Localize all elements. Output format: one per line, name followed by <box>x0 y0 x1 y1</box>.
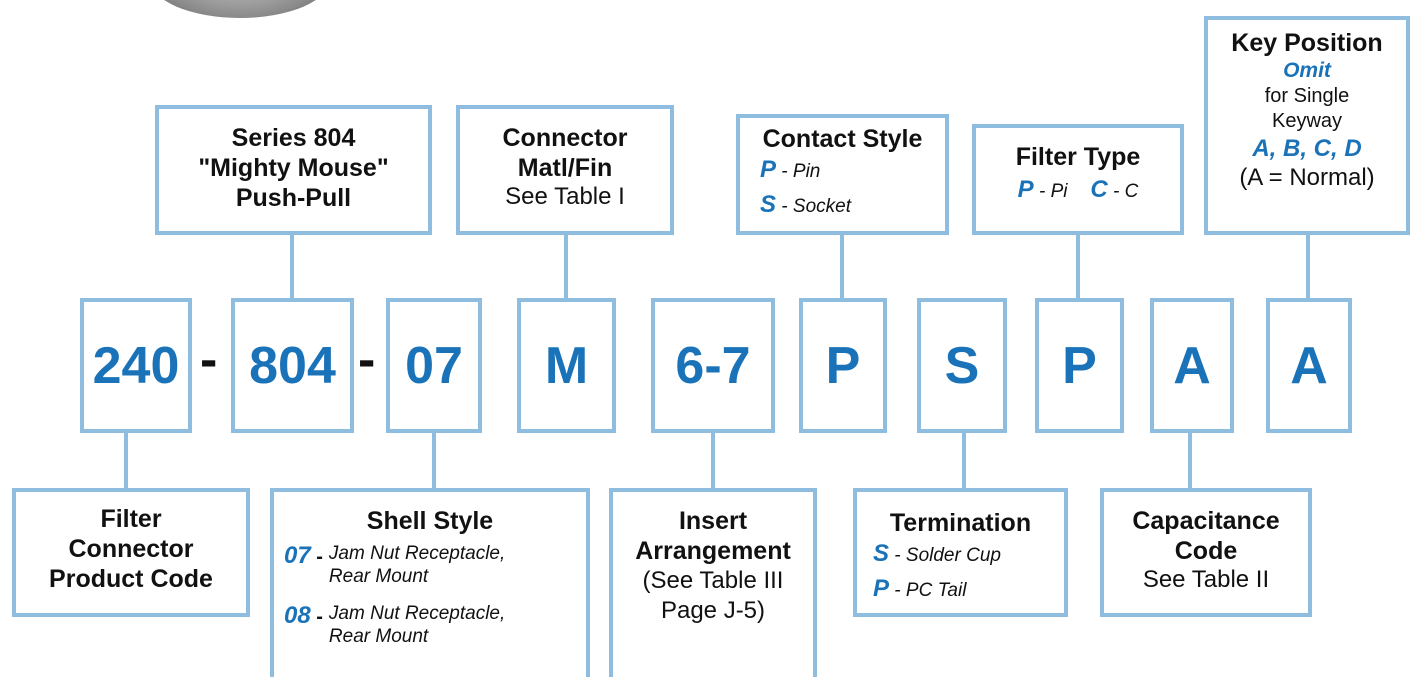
contact-title: Contact Style <box>762 125 923 153</box>
connector-line <box>1188 430 1192 492</box>
key-line3: Keyway <box>1271 110 1343 132</box>
shell-opt1-desc-a: Jam Nut Receptacle, <box>328 543 506 564</box>
insert-line3: (See Table III <box>642 567 784 594</box>
code-product: 240 <box>80 298 192 433</box>
connector-line <box>711 430 715 492</box>
termination-solder-desc: - Solder Cup <box>889 545 1001 566</box>
insert-line2: Arrangement <box>635 537 791 565</box>
key-title: Key Position <box>1231 29 1383 57</box>
dash-1: - <box>200 331 218 389</box>
connector-line <box>432 430 436 492</box>
filter-pi-code: P <box>1017 176 1034 203</box>
code-series: 804 <box>231 298 354 433</box>
code-termination: S <box>917 298 1007 433</box>
termination-pc-code: P <box>873 575 890 602</box>
connector-photo <box>150 0 330 18</box>
contact-socket-desc: - Socket <box>776 196 851 217</box>
capacitance-line2: Code <box>1174 537 1238 565</box>
filter-title: Filter Type <box>1015 143 1141 171</box>
termination-pc-desc: - PC Tail <box>889 580 967 601</box>
connector-material-box: Connector Matl/Fin See Table I <box>456 105 674 235</box>
shell-opt2-desc-b: Rear Mount <box>328 626 429 647</box>
termination-title: Termination <box>889 509 1032 537</box>
connector-line <box>290 232 294 302</box>
connector-line <box>962 430 966 492</box>
shell-opt1-desc-b: Rear Mount <box>328 566 429 587</box>
product-line2: Connector <box>68 535 194 563</box>
contact-pin-desc: - Pin <box>776 161 821 182</box>
filter-type-box: Filter Type P - Pi C - C <box>972 124 1184 235</box>
connector-line1: Connector <box>502 124 628 152</box>
insert-line4: Page J-5) <box>660 597 766 624</box>
shell-title: Shell Style <box>366 507 494 535</box>
insert-line1: Insert <box>678 507 748 535</box>
code-key: A <box>1266 298 1352 433</box>
series-box: Series 804 "Mighty Mouse" Push-Pull <box>155 105 432 235</box>
termination-box: Termination S - Solder Cup P - PC Tail <box>853 488 1068 617</box>
product-line1: Filter <box>100 505 162 533</box>
filter-c-code: C <box>1090 176 1108 203</box>
shell-opt2-code: 08 <box>284 602 311 629</box>
filter-pi-desc: - Pi <box>1033 181 1068 202</box>
product-code-box: Filter Connector Product Code <box>12 488 250 617</box>
connector-line <box>1076 232 1080 302</box>
connector-line <box>124 430 128 492</box>
contact-socket-code: S <box>760 191 777 218</box>
insert-arrangement-box: Insert Arrangement (See Table III Page J… <box>609 488 817 677</box>
shell-opt1-sep: - <box>310 546 323 568</box>
product-line3: Product Code <box>49 565 213 593</box>
contact-pin-code: P <box>760 156 777 183</box>
code-filter: P <box>1035 298 1124 433</box>
key-omit: Omit <box>1283 59 1331 82</box>
code-capacitance: A <box>1150 298 1234 433</box>
code-material: M <box>517 298 616 433</box>
filter-c-desc: - C <box>1107 181 1139 202</box>
connector-line <box>1306 232 1310 302</box>
code-insert: 6-7 <box>651 298 775 433</box>
code-contact: P <box>799 298 887 433</box>
dash-2: - <box>358 331 376 389</box>
shell-opt1-code: 07 <box>284 542 311 569</box>
key-options: A, B, C, D <box>1252 135 1362 162</box>
series-line2: "Mighty Mouse" <box>198 154 389 182</box>
key-note: (A = Normal) <box>1239 164 1375 191</box>
series-line1: Series 804 <box>231 124 356 152</box>
termination-solder-code: S <box>873 540 890 567</box>
connector-line3: See Table I <box>505 183 625 210</box>
connector-line <box>840 232 844 302</box>
shell-opt2-desc-a: Jam Nut Receptacle, <box>328 603 506 624</box>
key-position-box: Key Position Omit for Single Keyway A, B… <box>1204 16 1410 235</box>
key-line2: for Single <box>1264 85 1350 107</box>
capacitance-line3: See Table II <box>1142 566 1270 593</box>
code-shell: 07 <box>386 298 482 433</box>
shell-opt2-sep: - <box>310 606 323 628</box>
capacitance-code-box: Capacitance Code See Table II <box>1100 488 1312 617</box>
contact-style-box: Contact Style P - Pin S - Socket <box>736 114 949 235</box>
capacitance-line1: Capacitance <box>1132 507 1280 535</box>
series-line3: Push-Pull <box>235 184 352 212</box>
shell-style-box: Shell Style 07 - Jam Nut Receptacle, Rea… <box>270 488 590 677</box>
connector-line2: Matl/Fin <box>517 154 613 182</box>
connector-line <box>564 232 568 302</box>
